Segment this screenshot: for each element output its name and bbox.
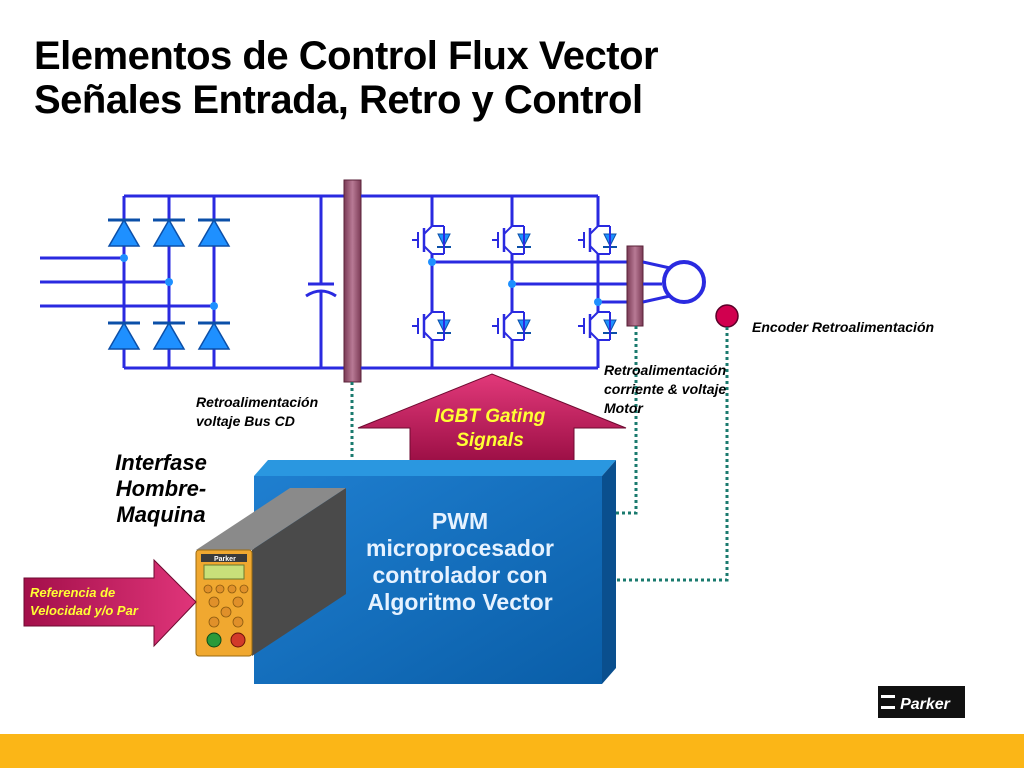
- dc-bus-sensor-bar: [343, 179, 362, 383]
- bus-feedback-label: Retroalimentación voltaje Bus CD: [196, 394, 319, 429]
- keypad-brand: Parker: [214, 556, 236, 563]
- igbt-gating-arrow: [357, 373, 627, 465]
- ac-input-lines: [40, 256, 214, 308]
- logo-text: Parker: [900, 696, 951, 713]
- hmi-label: Interfase Hombre- Maquina: [115, 450, 207, 527]
- encoder-feedback-label: Encoder Retroalimentación: [752, 319, 935, 335]
- motor-feedback-label: Retroalimentación corriente & voltaje Mo…: [604, 362, 727, 416]
- keypad-buttons: [203, 584, 249, 648]
- encoder-icon: [715, 304, 739, 328]
- junction-dots: [120, 254, 218, 310]
- pwm-processor-label: PWM microprocesador controlador con Algo…: [366, 508, 554, 615]
- motor-leads: [642, 260, 671, 304]
- slide-title: Elementos de Control Flux Vector Señales…: [34, 34, 659, 122]
- capacitor-icon: [305, 196, 337, 368]
- reference-label: Referencia de Velocidad y/o Par: [30, 585, 138, 618]
- output-junctions: [428, 258, 602, 306]
- igbt-gating-label: IGBT Gating Signals: [434, 406, 546, 451]
- inverter-bus: [361, 194, 630, 370]
- reference-arrow: [23, 558, 197, 648]
- parker-logo: Parker: [878, 686, 965, 718]
- drive-keypad-unit: Parker: [195, 488, 346, 657]
- bottom-accent-bar: [0, 734, 1024, 768]
- motor-current-sensor-bar: [626, 245, 644, 327]
- motor-icon: [662, 260, 706, 304]
- feedback-lines: [350, 326, 729, 582]
- title-line-1: Elementos de Control Flux Vector: [34, 34, 659, 78]
- title-line-2: Señales Entrada, Retro y Control: [34, 78, 643, 122]
